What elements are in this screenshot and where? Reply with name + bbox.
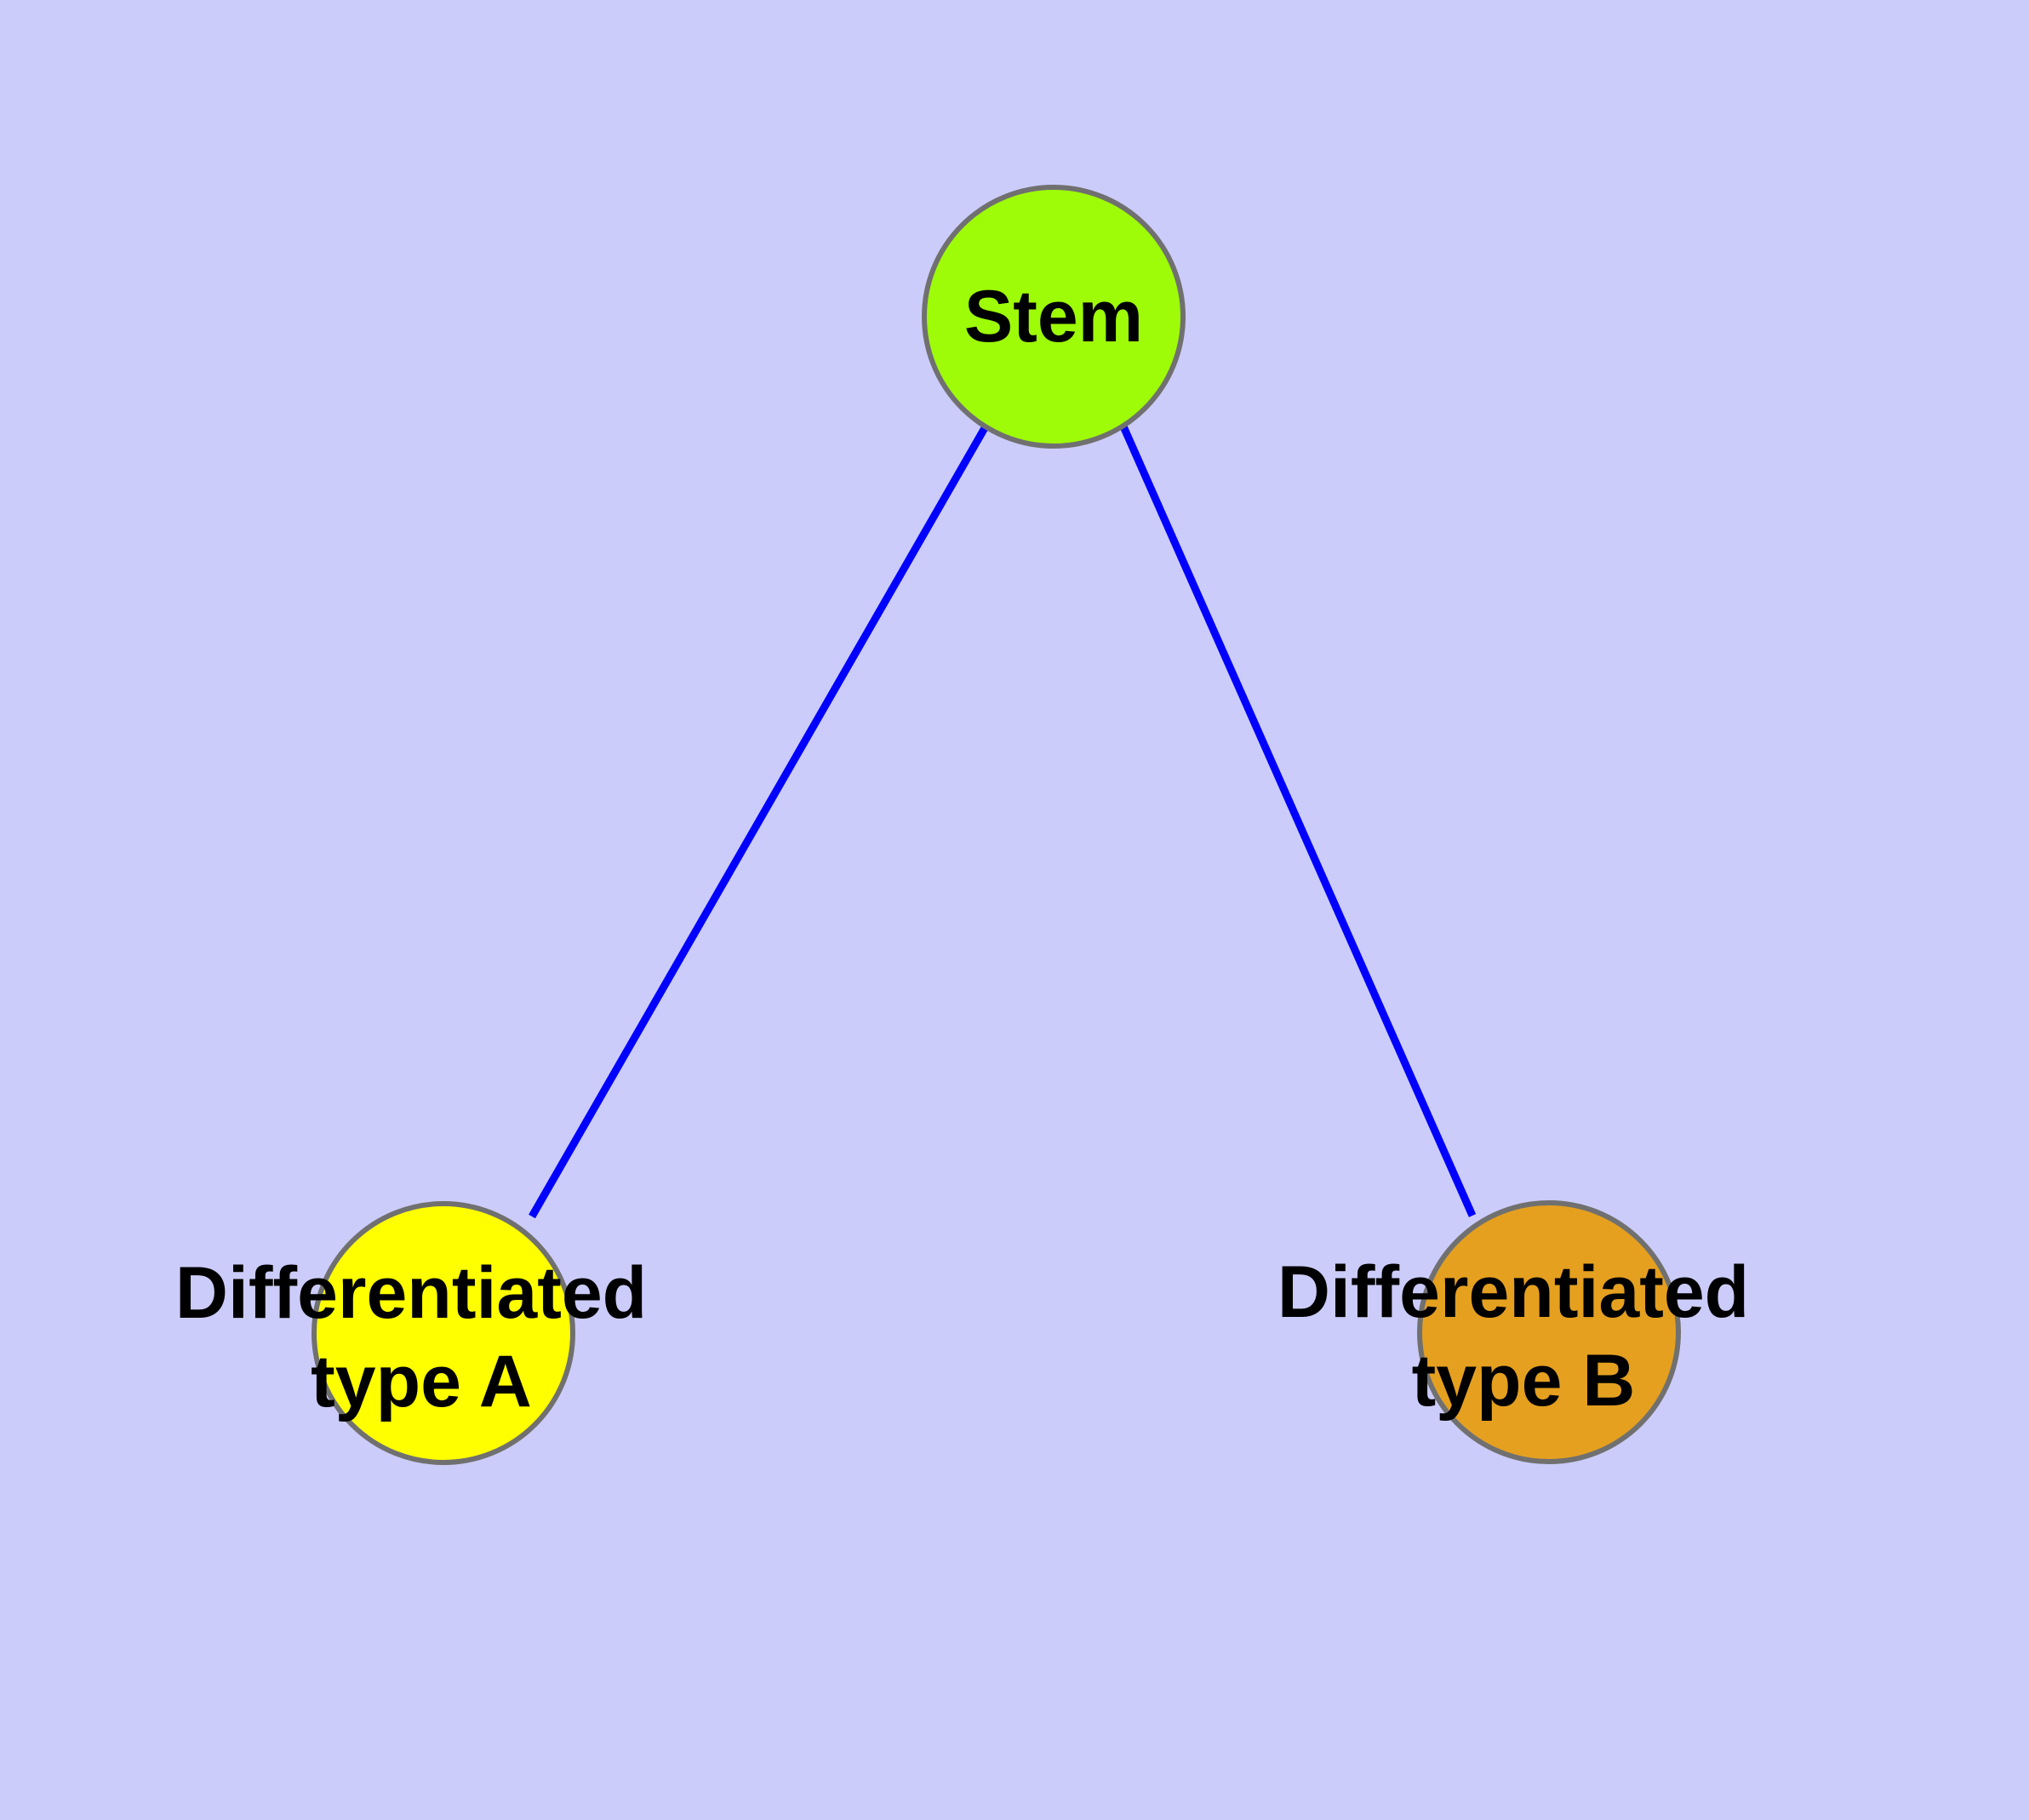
node-label-differentiated-type-b: Differentiated type B	[1277, 1251, 1769, 1422]
label-layer: Stem Differentiated type A Differentiate…	[175, 276, 1769, 1422]
node-label-stem: Stem	[964, 276, 1143, 358]
edge-layer	[529, 424, 1477, 1219]
edge-stem-to-differentiated-type-a[interactable]	[529, 424, 989, 1219]
node-circle-differentiated-type-a[interactable]	[311, 1201, 575, 1465]
node-circle-stem[interactable]	[922, 185, 1186, 449]
node-label-differentiated-type-a: Differentiated type A	[175, 1252, 667, 1422]
node-layer	[311, 185, 1681, 1465]
node-stem[interactable]	[922, 185, 1186, 449]
node-label-differentiated-type-b-line-1: Differentiated	[1277, 1251, 1749, 1333]
node-label-stem-line-1: Stem	[964, 276, 1143, 358]
node-differentiated-type-b[interactable]	[1417, 1200, 1681, 1464]
node-label-differentiated-type-b-line-2: type B	[1412, 1340, 1636, 1422]
node-circle-differentiated-type-b[interactable]	[1417, 1200, 1681, 1464]
edge-stem-to-differentiated-type-b[interactable]	[1119, 425, 1477, 1217]
node-label-differentiated-type-a-line-1: Differentiated	[175, 1252, 647, 1334]
node-differentiated-type-a[interactable]	[311, 1201, 575, 1465]
node-label-differentiated-type-a-line-2: type A	[311, 1341, 532, 1422]
